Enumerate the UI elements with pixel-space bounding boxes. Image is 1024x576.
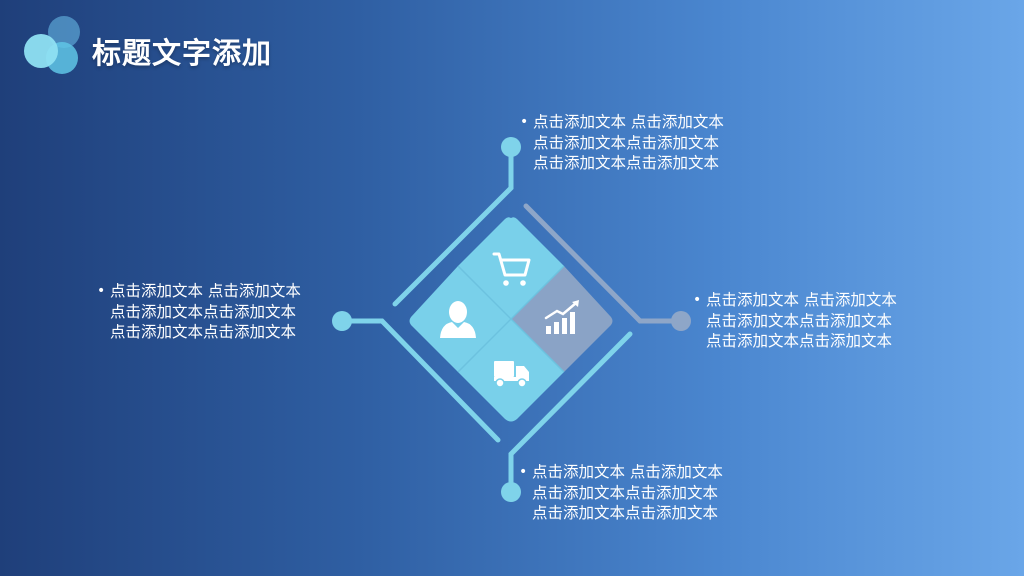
text-line: 点击添加文本点击添加文本 bbox=[532, 483, 719, 502]
bullet: • bbox=[520, 114, 529, 130]
text-line: 点击添加文本点击添加文本 bbox=[533, 154, 720, 172]
text-line: 点击添加文本点击添加文本 bbox=[706, 332, 893, 350]
truck-icon bbox=[494, 361, 529, 388]
tile-right bbox=[511, 266, 613, 372]
connector-top bbox=[392, 145, 514, 307]
text-block-top[interactable]: • 点击添加文本 点击添加文本 点击添加文本点击添加文本 点击添加文本点击添加文… bbox=[520, 112, 724, 174]
cart-icon bbox=[492, 252, 531, 286]
text-line: 点击添加文本点击添加文本 bbox=[533, 133, 720, 152]
text-line: 点击添加文本 点击添加文本 bbox=[533, 113, 724, 131]
node-left bbox=[332, 311, 352, 331]
connector-right bbox=[523, 203, 684, 324]
text-block-bottom[interactable]: • 点击添加文本 点击添加文本 点击添加文本点击添加文本 点击添加文本点击添加文… bbox=[519, 462, 723, 524]
text-line: 点击添加文本 点击添加文本 bbox=[706, 291, 897, 309]
text-block-right[interactable]: • 点击添加文本 点击添加文本 点击添加文本点击添加文本 点击添加文本点击添加文… bbox=[693, 290, 897, 352]
node-top bbox=[501, 137, 521, 157]
connector-left bbox=[340, 318, 501, 443]
bullet: • bbox=[519, 464, 528, 480]
diamond-tiles bbox=[409, 217, 613, 422]
tile-top bbox=[458, 217, 564, 319]
text-line: 点击添加文本点击添加文本 bbox=[532, 504, 719, 522]
text-block-left[interactable]: • 点击添加文本 点击添加文本 点击添加文本点击添加文本 点击添加文本点击添加文… bbox=[97, 281, 301, 343]
bullet: • bbox=[97, 283, 106, 299]
text-line: 点击添加文本 点击添加文本 bbox=[110, 282, 301, 300]
page-title: 标题文字添加 bbox=[92, 36, 273, 70]
connector-bottom bbox=[508, 331, 633, 495]
node-right bbox=[671, 311, 691, 331]
text-line: 点击添加文本点击添加文本 bbox=[110, 302, 297, 321]
node-bottom bbox=[501, 482, 521, 502]
logo-circles bbox=[24, 16, 80, 74]
chart-icon bbox=[544, 300, 579, 334]
text-line: 点击添加文本 点击添加文本 bbox=[532, 463, 723, 481]
text-line: 点击添加文本点击添加文本 bbox=[706, 311, 893, 330]
connector-lines bbox=[340, 145, 633, 495]
text-line: 点击添加文本点击添加文本 bbox=[110, 323, 297, 341]
user-icon bbox=[440, 301, 476, 338]
bullet: • bbox=[693, 292, 702, 308]
